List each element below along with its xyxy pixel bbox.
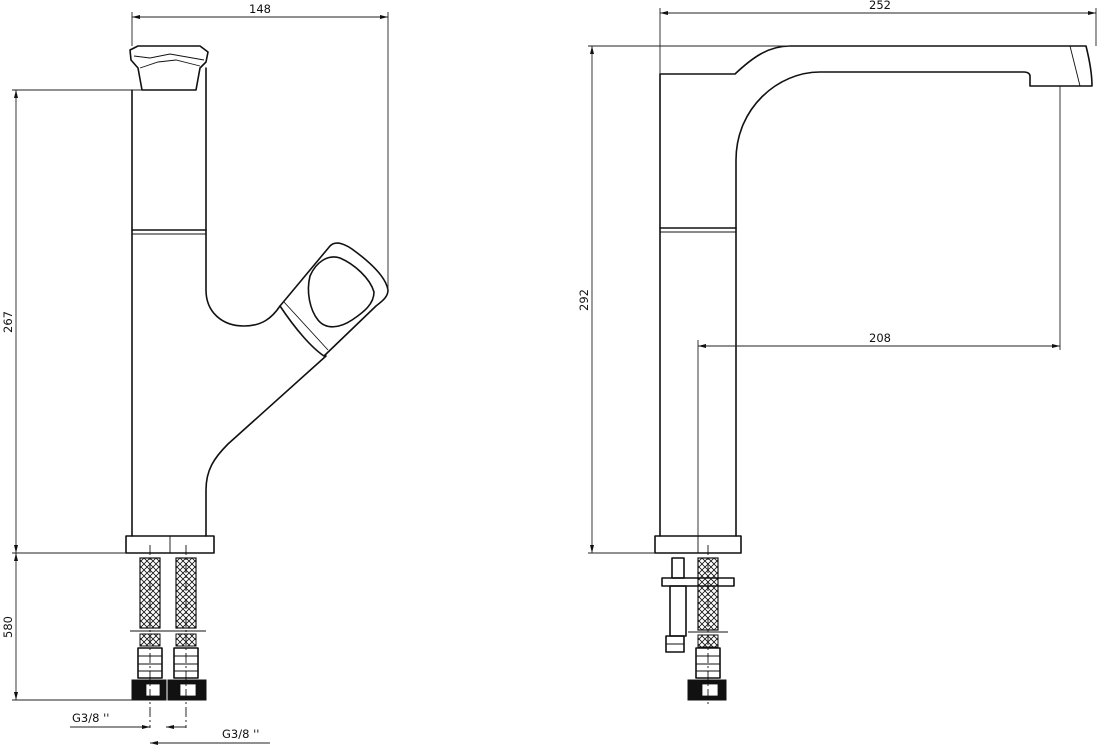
dim-hose-length-label: 580 — [1, 616, 15, 638]
dim-side-height-label: 292 — [577, 289, 591, 311]
front-hose-left — [130, 557, 168, 701]
front-top-handle — [129, 45, 209, 91]
dim-side-height: 292 — [577, 45, 790, 554]
dim-side-width: 252 — [659, 0, 1097, 74]
side-view: 252 292 208 — [577, 0, 1097, 706]
dim-front-width-label: 148 — [249, 2, 271, 16]
side-hose — [661, 557, 735, 701]
dim-spout-reach: 208 — [697, 86, 1061, 536]
side-base-plate — [654, 535, 742, 554]
dim-thread-right: G3/8 '' — [150, 727, 270, 745]
dim-side-width-label: 252 — [869, 0, 891, 12]
dim-thread-left: G3/8 '' — [70, 711, 186, 729]
thread-right-label: G3/8 '' — [222, 727, 259, 741]
dim-spout-reach-label: 208 — [869, 331, 891, 345]
dim-front-width: 148 — [131, 2, 389, 290]
front-base-plate — [125, 535, 215, 554]
front-side-lever — [279, 242, 389, 357]
front-body — [131, 67, 327, 537]
dim-front-height: 267 — [1, 89, 142, 554]
dim-front-height-label: 267 — [1, 311, 15, 333]
dim-hose-length: 580 — [1, 553, 132, 701]
side-spout — [659, 45, 1093, 537]
thread-left-label: G3/8 '' — [72, 711, 109, 725]
front-view: 148 267 580 G3/8 '' — [1, 2, 389, 745]
